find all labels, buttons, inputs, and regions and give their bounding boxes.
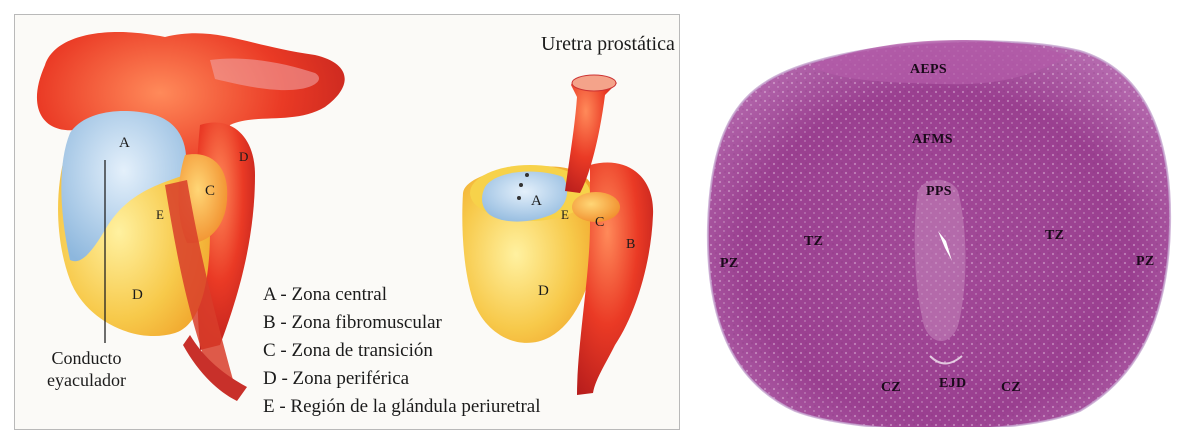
label-tz-left: TZ [804, 234, 823, 250]
zones-legend: A - Zona central B - Zona fibromuscular … [263, 281, 541, 421]
histology-section-panel: AEPS AFMS PPS TZ TZ PZ PZ CZ EJD CZ [700, 26, 1179, 427]
legend-item-c: C - Zona de transición [263, 337, 541, 365]
legend-item-d: D - Zona periférica [263, 365, 541, 393]
label-zone-b-small: B [626, 237, 635, 253]
label-ejd: EJD [939, 376, 966, 392]
label-tz-right: TZ [1045, 228, 1064, 244]
label-zone-e-small: E [561, 207, 569, 223]
legend-item-a: A - Zona central [263, 281, 541, 309]
legend-item-e: E - Región de la glándula periuretral [263, 393, 541, 421]
label-conducto-eyaculador: Conducto eyaculador [47, 347, 126, 391]
histology-section-image [700, 26, 1179, 427]
label-zone-b-big: D [239, 149, 248, 165]
label-pz-right: PZ [1136, 254, 1155, 270]
label-cz-right: CZ [1001, 380, 1021, 396]
label-zone-a-small: A [531, 193, 542, 210]
anatomy-illustration-panel: Uretra prostática Conducto eyaculador A … [14, 14, 680, 430]
preprostatic-sphincter-region [915, 180, 966, 341]
label-zone-c-small: C [595, 215, 604, 231]
label-pz-left: PZ [720, 256, 739, 272]
label-aeps: AEPS [910, 62, 947, 78]
label-afms: AFMS [912, 132, 953, 148]
label-cz-left: CZ [881, 380, 901, 396]
legend-item-b: B - Zona fibromuscular [263, 309, 541, 337]
label-zone-d-big: D [132, 287, 143, 304]
label-pps: PPS [926, 184, 952, 200]
label-zone-e-big: E [156, 207, 164, 223]
label-zone-c-big: C [205, 183, 215, 200]
label-uretra-prostatica: Uretra prostática [541, 33, 675, 56]
label-zone-a-big: A [119, 135, 130, 152]
